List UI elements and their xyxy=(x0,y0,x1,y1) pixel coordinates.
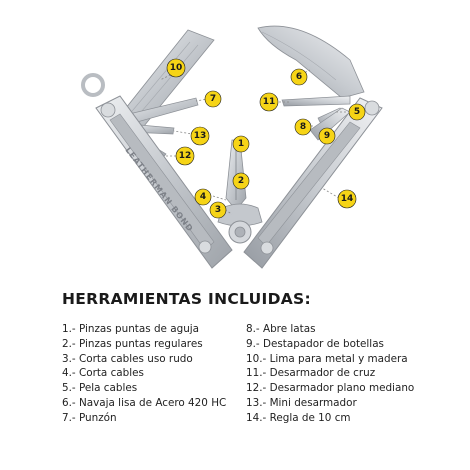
svg-text:12: 12 xyxy=(179,151,192,161)
callout-12: 12 xyxy=(175,146,195,166)
tool-item: 4.- Corta cables xyxy=(62,367,144,380)
tool-item: 11.- Desarmador de cruz xyxy=(246,367,376,380)
callout-8: 8 xyxy=(294,118,312,136)
callout-1: 1 xyxy=(232,135,250,153)
pliers xyxy=(217,139,263,244)
callout-9: 9 xyxy=(318,127,336,145)
tool-item: 1.- Pinzas puntas de aguja xyxy=(62,323,200,335)
svg-text:4: 4 xyxy=(200,192,206,202)
svg-text:13: 13 xyxy=(194,131,207,141)
tool-item: 9.- Destapador de botellas xyxy=(246,337,384,350)
multitool-illustration: LEATHERMAN BOND xyxy=(81,25,383,269)
tools-list-right: 8.- Abre latas 9.- Destapador de botella… xyxy=(246,322,414,426)
svg-text:9: 9 xyxy=(324,131,330,141)
svg-text:14: 14 xyxy=(341,194,354,204)
tool-item: 5.- Pela cables xyxy=(62,382,138,395)
svg-text:8: 8 xyxy=(300,122,306,132)
tool-item: 10.- Lima para metal y madera xyxy=(246,352,408,365)
tool-item: 2.- Pinzas puntas regulares xyxy=(62,337,203,350)
callout-10: 10 xyxy=(166,58,186,78)
tool-item: 7.- Punzón xyxy=(62,411,117,424)
callout-6: 6 xyxy=(290,68,308,86)
tool-item: 3.- Corta cables uso rudo xyxy=(62,352,193,365)
tools-list-left: 1.- Pinzas puntas de aguja 2.- Pinzas pu… xyxy=(62,322,226,426)
svg-text:3: 3 xyxy=(215,205,221,215)
callout-4: 4 xyxy=(194,188,212,206)
svg-text:6: 6 xyxy=(296,72,302,82)
callout-2: 2 xyxy=(232,172,250,190)
right-small-tools xyxy=(281,95,351,141)
lanyard-ring xyxy=(81,73,105,97)
callout-14: 14 xyxy=(337,189,357,209)
knife-blade xyxy=(257,25,365,99)
tool-item: 6.- Navaja lisa de Acero 420 HC xyxy=(62,396,227,409)
tool-item: 14.- Regla de 10 cm xyxy=(246,411,351,424)
svg-text:1: 1 xyxy=(238,139,244,149)
svg-text:10: 10 xyxy=(170,63,183,73)
svg-text:2: 2 xyxy=(238,176,244,186)
svg-text:7: 7 xyxy=(210,94,216,104)
callout-11: 11 xyxy=(259,92,279,112)
callout-7: 7 xyxy=(204,90,222,108)
left-handle: LEATHERMAN BOND xyxy=(95,95,233,269)
callout-13: 13 xyxy=(190,126,210,146)
svg-text:5: 5 xyxy=(354,107,360,117)
tool-item: 12.- Desarmador plano mediano xyxy=(246,382,415,395)
tools-heading: HERRAMIENTAS INCLUIDAS: xyxy=(62,290,312,308)
svg-text:11: 11 xyxy=(263,97,276,107)
tool-item: 8.- Abre latas xyxy=(246,323,316,335)
tool-item: 13.- Mini desarmador xyxy=(246,396,357,409)
callout-5: 5 xyxy=(348,103,366,121)
right-handle xyxy=(243,97,383,269)
callout-3: 3 xyxy=(209,201,227,219)
